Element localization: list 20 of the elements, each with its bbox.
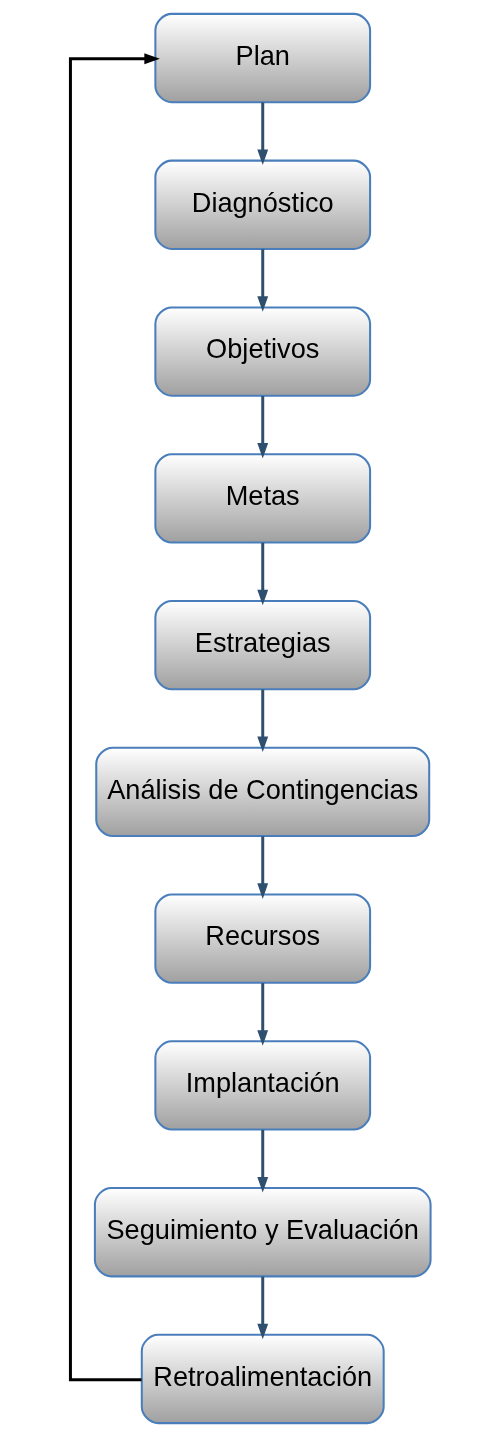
arrow [68, 53, 160, 1382]
node-box: Recursos [153, 893, 371, 984]
node-box: Diagnóstico [153, 159, 371, 250]
node-box: Seguimiento y Evaluación [93, 1187, 432, 1278]
arrow [256, 1129, 268, 1193]
arrow [256, 689, 268, 753]
arrow [256, 102, 268, 166]
arrow [256, 396, 268, 459]
arrow [256, 542, 268, 606]
node-box: Retroalimentación [140, 1333, 385, 1425]
node-box: Estrategias [153, 599, 371, 691]
node-box: Análisis de Contingencias [94, 746, 430, 838]
node-box: Plan [153, 12, 371, 104]
arrow [256, 836, 268, 899]
node-box: Metas [153, 453, 371, 544]
node-box: Implantación [153, 1040, 371, 1131]
arrow [256, 1276, 268, 1340]
arrow [256, 249, 268, 312]
arrow [256, 983, 268, 1046]
node-box: Objetivos [153, 306, 371, 397]
